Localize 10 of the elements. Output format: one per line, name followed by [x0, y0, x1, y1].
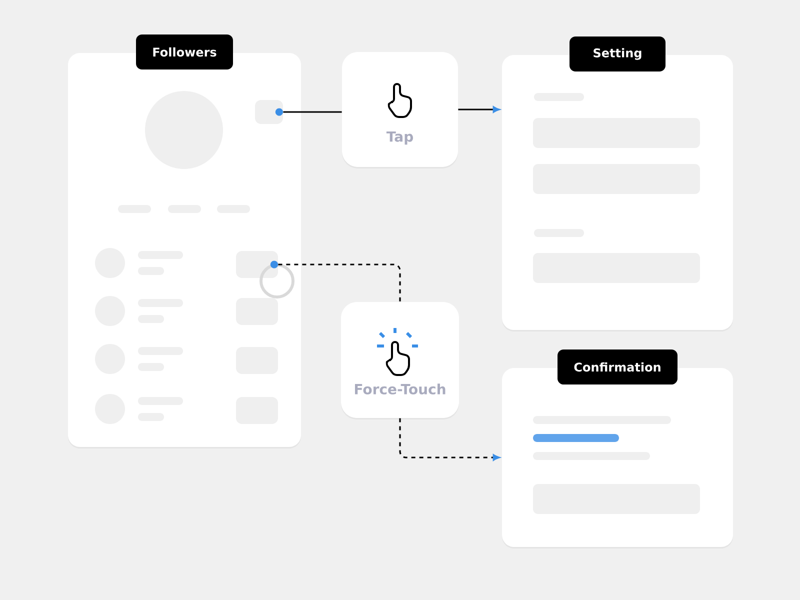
- connector-arrow: [275, 108, 342, 116]
- button-placeholder: [236, 298, 278, 325]
- connector-arrow: [399, 418, 500, 461]
- title-badge: Setting: [570, 36, 666, 72]
- gesture-card: Tap: [342, 52, 458, 168]
- connector-arrow: [270, 260, 401, 302]
- connector-arrow: [458, 106, 500, 113]
- gesture-card: Force-Touch: [341, 302, 459, 420]
- title-badge: Followers: [136, 34, 233, 70]
- title-badge: Confirmation: [558, 350, 678, 384]
